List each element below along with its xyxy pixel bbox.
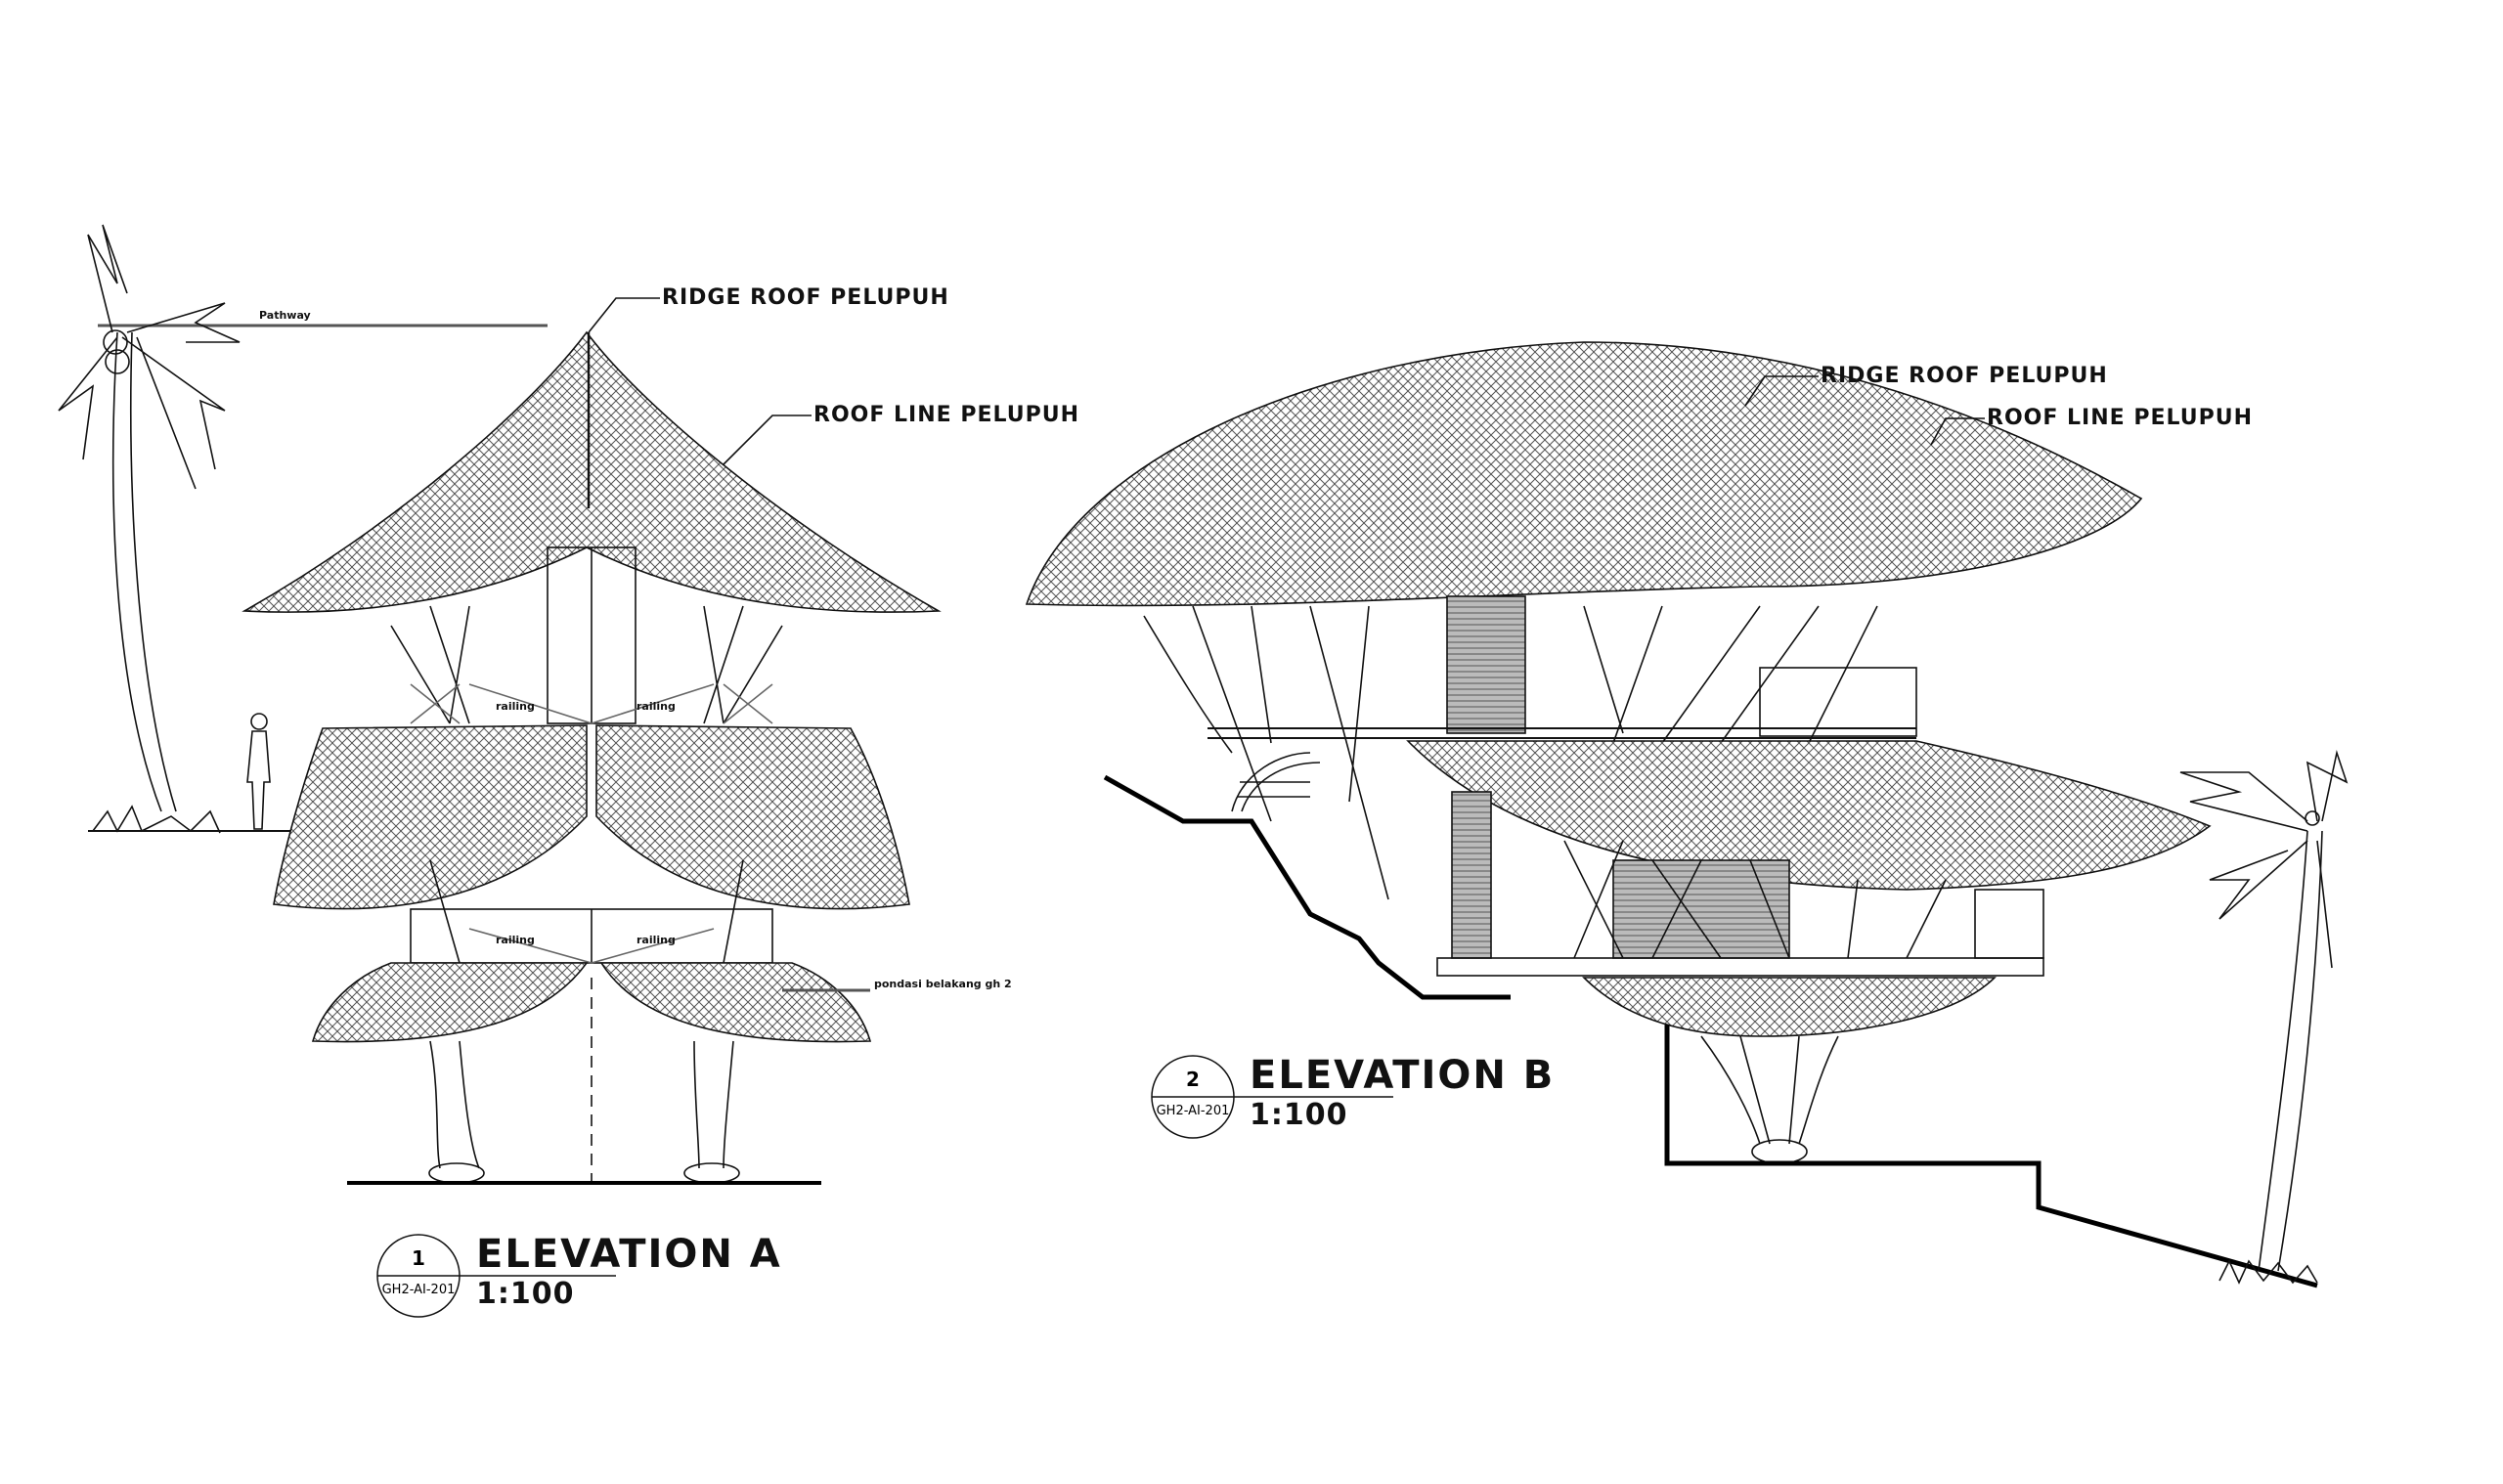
palm-tree-icon [58,224,241,812]
elevation-a-ridge-label: RIDGE ROOF PELUPUH [662,285,949,310]
elevation-a-number: 1 [412,1246,425,1270]
elevation-b-title-bubble [1151,1055,1393,1139]
elevation-b-title: ELEVATION B [1250,1053,1556,1098]
elevation-b-drawing [1025,341,2349,1288]
boulder-icon [428,1162,485,1184]
railing-label-lower-left: railing [496,934,535,946]
elevation-b-roof-line-label: ROOF LINE PELUPUH [1987,406,2253,430]
elevation-a-drawing [58,224,942,1185]
roof-b-middle [1406,740,2212,891]
human-figure-icon [246,713,271,830]
railing-label-lower-right: railing [637,934,676,946]
elevation-a-title-bubble [376,1234,616,1318]
elevation-a-roof-line-label: ROOF LINE PELUPUH [813,403,1079,427]
elevation-a-sheet-ref: GH2-AI-201 [381,1283,456,1297]
shrub-icon [2218,1259,2318,1285]
elevation-b-number: 2 [1186,1068,1200,1091]
palm-tree-icon [2179,749,2349,1272]
shrub-icon [92,805,221,834]
roof-a-bottom [311,962,589,1043]
elevation-b-sheet-ref: GH2-AI-201 [1156,1104,1230,1118]
elevation-b-ridge-label: RIDGE ROOF PELUPUH [1821,364,2108,388]
railing-label-upper-right: railing [637,700,676,713]
roof-b-bottom [1582,977,1997,1037]
pathway-label: Pathway [259,309,311,322]
foundation-label: pondasi belakang gh 2 [874,978,1012,990]
roof-a-middle [273,724,588,910]
elevation-a-title: ELEVATION A [476,1232,782,1277]
railing-label-upper-left: railing [496,700,535,713]
elevation-b-scale: 1:100 [1250,1098,1348,1132]
elevation-a-scale: 1:100 [476,1277,575,1311]
